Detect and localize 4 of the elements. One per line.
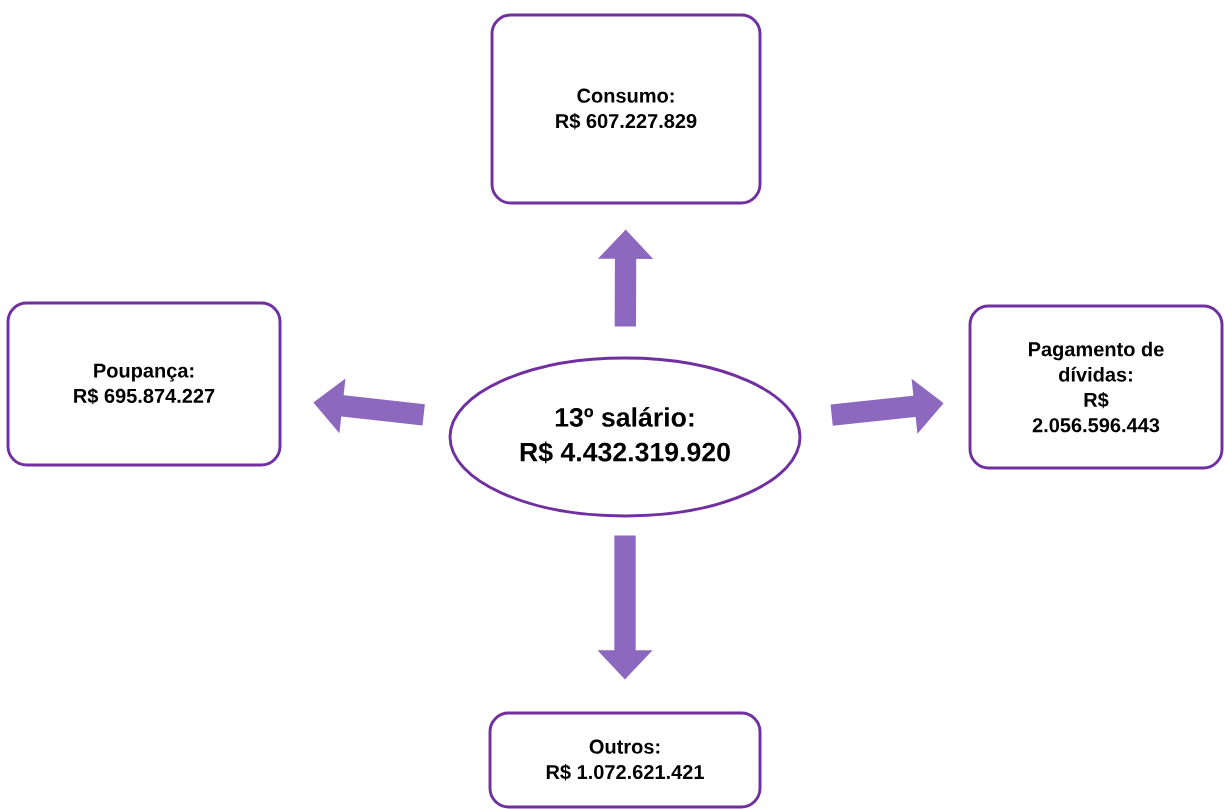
category-box: Consumo: R$ 607.227.829	[490, 13, 762, 205]
category-box: Pagamento de dívidas: R$ 2.056.596.443	[968, 304, 1224, 470]
category-box: Outros: R$ 1.072.621.421	[488, 711, 762, 809]
category-box: Poupança: R$ 695.874.227	[6, 301, 282, 467]
